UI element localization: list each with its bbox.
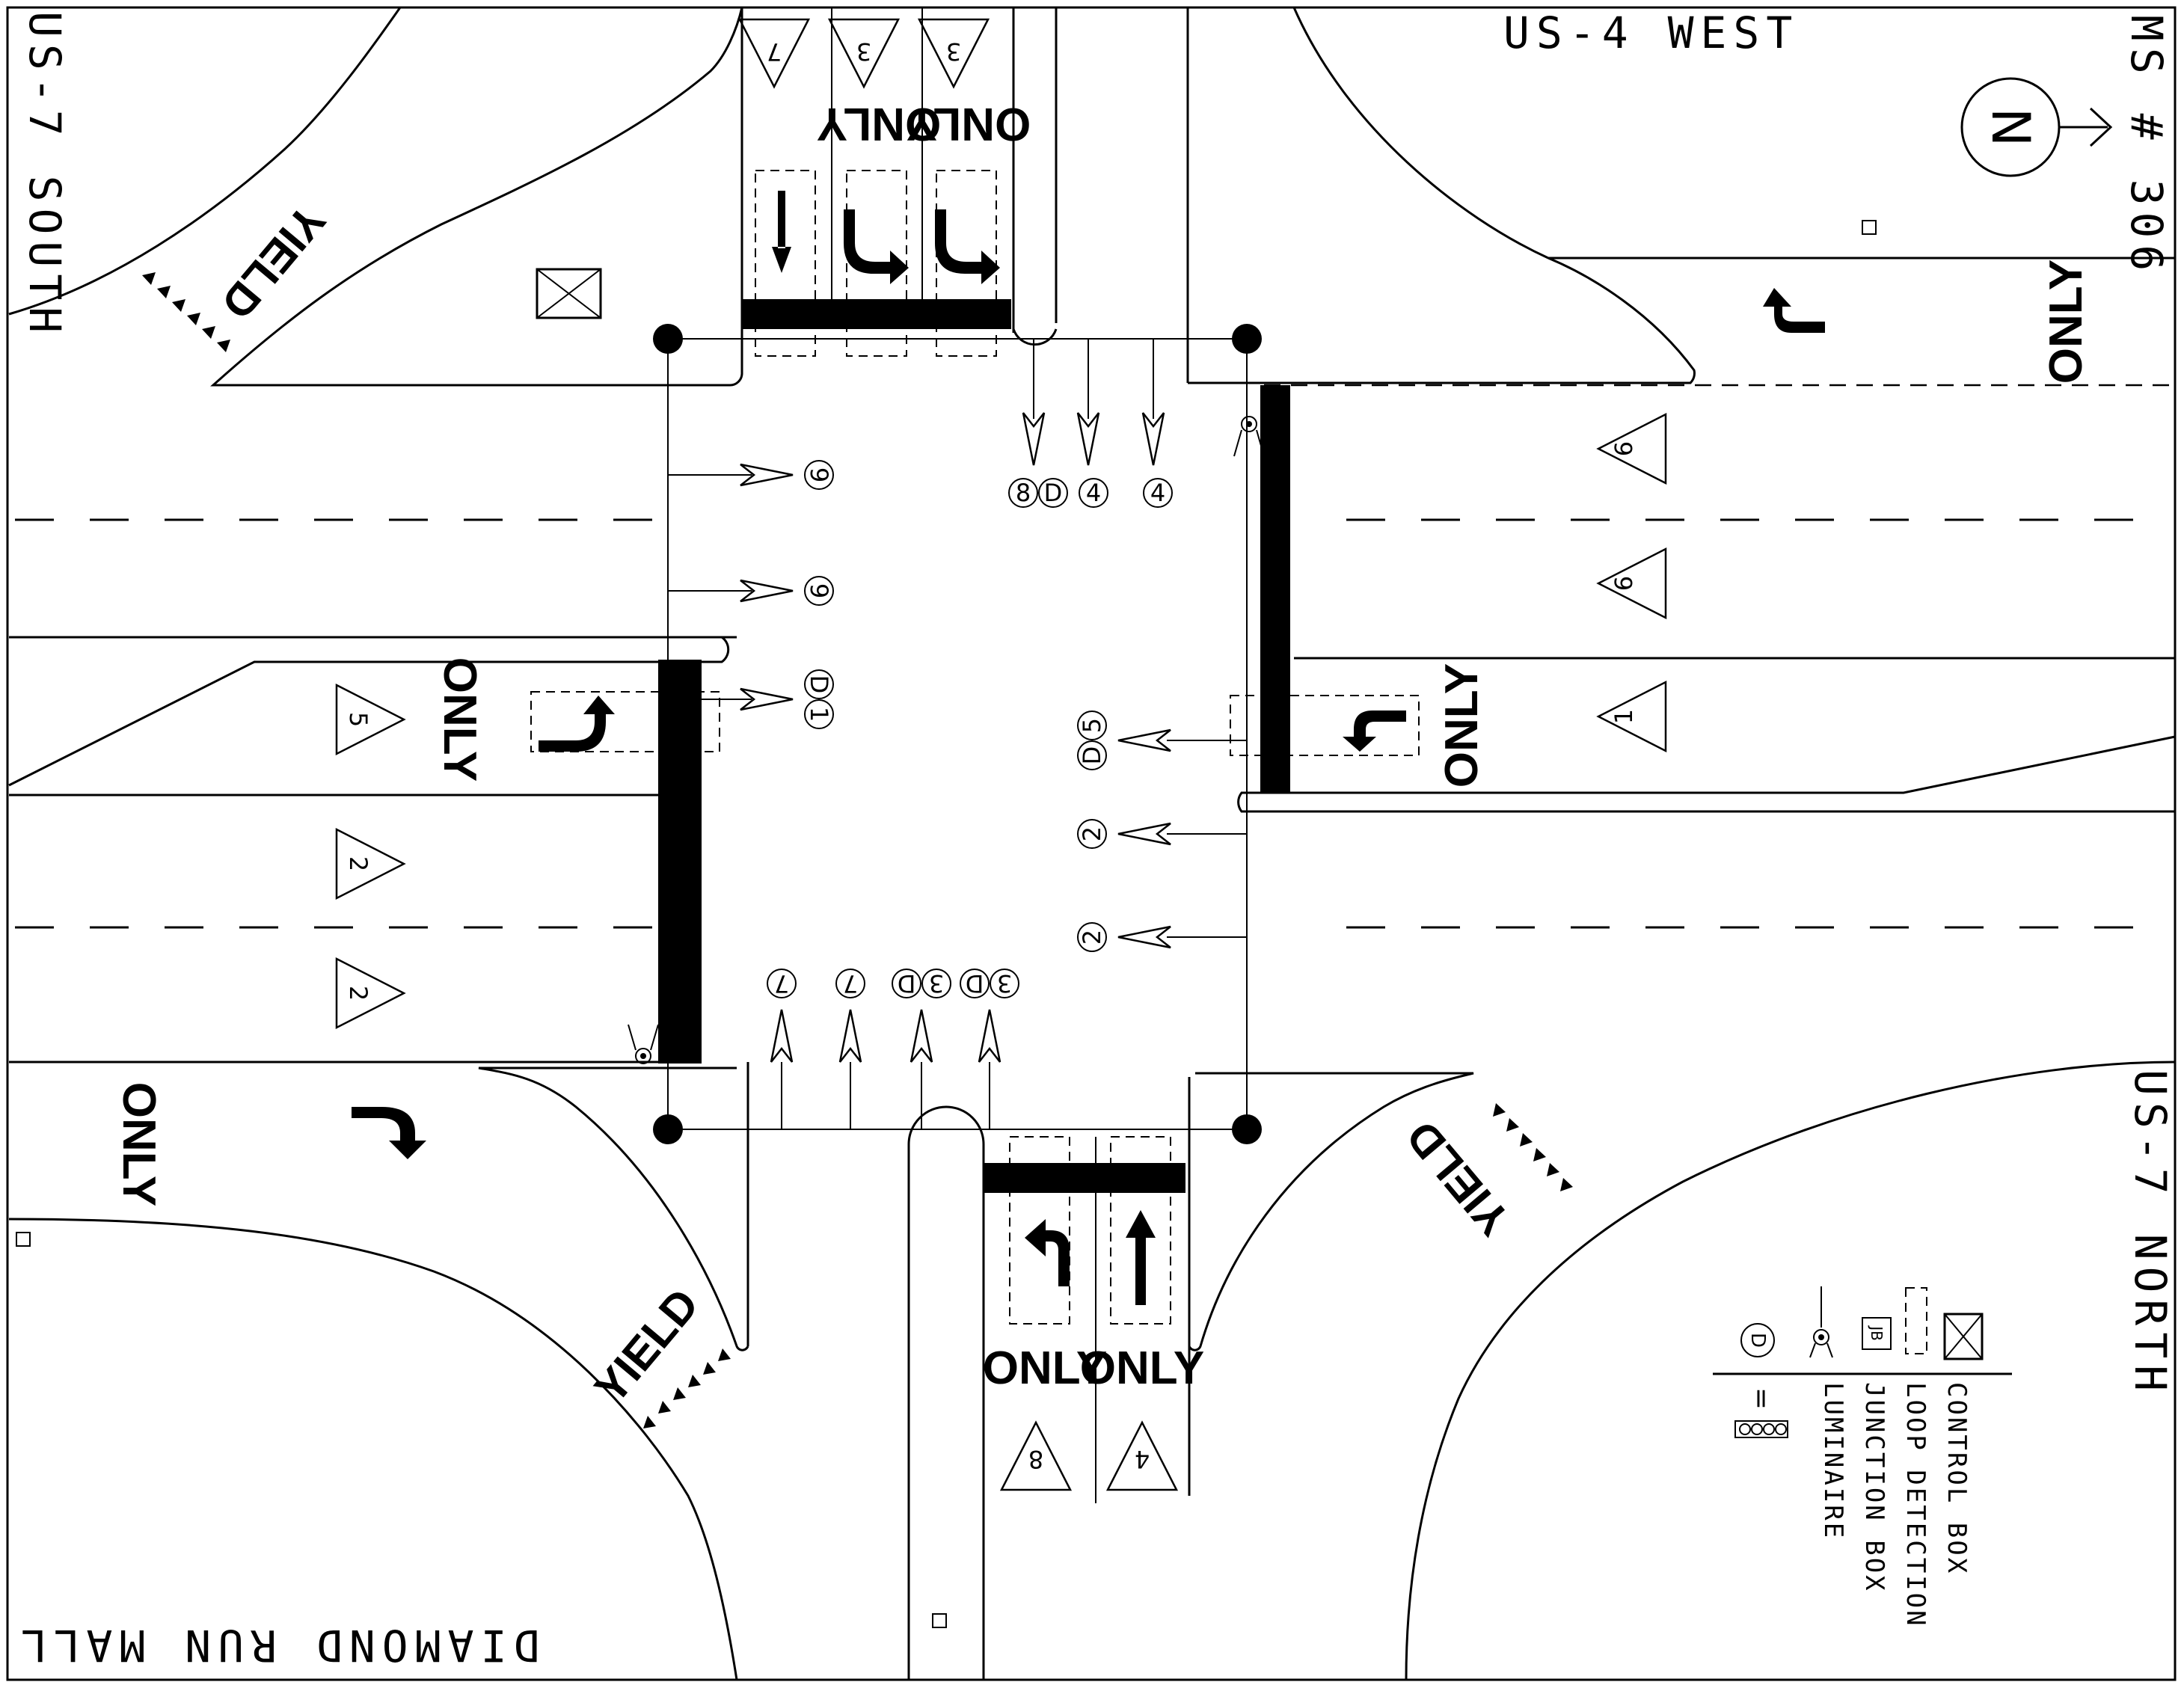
signal-head-d-icon xyxy=(1740,1323,1775,1357)
signal-head-symbol xyxy=(1734,1420,1788,1438)
stop-bar-east xyxy=(1260,385,1290,793)
stop-bars xyxy=(658,299,1290,1193)
lane-phase: 8 xyxy=(1028,1445,1043,1473)
phase-4: 4 xyxy=(1150,479,1165,507)
equals-sign: = xyxy=(1746,1387,1777,1410)
lane-phase-triangles: 7 3 3 6 6 1 5 2 2 8 4 xyxy=(335,18,1667,1491)
street-label-diamond-run-mall: DIAMOND RUN MALL xyxy=(14,1620,540,1671)
only-marking: ONLY xyxy=(907,98,1031,150)
stop-bar-west xyxy=(658,660,702,1064)
phase-9: 9 xyxy=(805,467,833,482)
phase-d: D xyxy=(898,969,916,998)
stop-bar-north xyxy=(742,299,1011,329)
lane-phase: 6 xyxy=(1610,576,1638,591)
lane-phase: 2 xyxy=(344,856,372,871)
lane-phase: 5 xyxy=(344,712,372,727)
street-label-us4-west: US-4 WEST xyxy=(1503,7,1799,58)
signal-heads-west-wire: 9 9 D 1 xyxy=(668,460,834,729)
lane-dashes xyxy=(15,518,2169,929)
junction-box-icon xyxy=(16,220,1877,1628)
luminaire-icon xyxy=(628,416,1265,1064)
phase-d: D xyxy=(966,969,984,998)
signal-pole xyxy=(653,324,683,354)
control-box-icon xyxy=(536,268,602,319)
phase-2: 2 xyxy=(1078,826,1106,841)
luminaire-icon xyxy=(1809,1286,1833,1358)
legend-junction-box: JUNCTION BOX xyxy=(1859,1382,1889,1593)
phase-d: D xyxy=(1044,479,1063,507)
loop-detection-icon xyxy=(1905,1287,1927,1354)
loop-detectors xyxy=(530,170,1420,1325)
phase-labels-south: 8 D 4 4 xyxy=(1008,478,1173,508)
lane-phase: 6 xyxy=(1610,441,1638,456)
signal-pole xyxy=(653,1114,683,1144)
sheet-number: MS # 306 xyxy=(2121,15,2172,277)
road-edges xyxy=(8,7,2176,1681)
lane-phase: 4 xyxy=(1135,1445,1150,1473)
sheet-border xyxy=(6,6,2177,1681)
lane-phase: 7 xyxy=(767,37,782,66)
only-marking: ONLY xyxy=(817,98,942,150)
only-marking: ONLY xyxy=(1436,663,1488,788)
phase-1: 1 xyxy=(805,707,833,722)
only-marking: ONLY xyxy=(983,1342,1108,1394)
street-label-us7-south: US-7 SOUTH xyxy=(19,11,70,340)
yield-marking: YIELD xyxy=(1396,1111,1520,1244)
yield-marking: YIELD xyxy=(585,1279,708,1412)
north-letter: N xyxy=(1980,108,2041,147)
phase-d: D xyxy=(1078,746,1106,765)
span-wires xyxy=(653,324,1262,1144)
legend-luminaire: LUMINAIRE xyxy=(1818,1382,1848,1540)
signal-heads-south-wire: 7 7 D 3 D 3 xyxy=(767,969,1019,1129)
control-box-icon xyxy=(1943,1313,1984,1360)
phase-7: 7 xyxy=(843,969,858,998)
only-marking: ONLY xyxy=(434,657,485,782)
phase-9: 9 xyxy=(805,583,833,598)
junction-box-icon xyxy=(1862,1317,1892,1350)
stop-bar-south xyxy=(984,1163,1185,1193)
yield-marking: YIELD xyxy=(212,195,335,328)
pavement-arrows xyxy=(352,191,1825,1305)
only-marking: ONLY xyxy=(2040,260,2092,384)
lane-phase: 3 xyxy=(856,37,871,66)
legend-loop-detection: LOOP DETECTION xyxy=(1901,1382,1930,1628)
phase-2: 2 xyxy=(1078,930,1106,945)
signal-heads-east-wire: 5 D 2 2 xyxy=(1077,711,1247,952)
phase-4: 4 xyxy=(1086,479,1101,507)
only-marking: ONLY xyxy=(113,1082,165,1207)
legend-control-box: CONTROL BOX xyxy=(1942,1382,1972,1575)
lane-phase: 2 xyxy=(344,986,372,1001)
jb-symbol: JB xyxy=(1868,1325,1886,1341)
phase-3: 3 xyxy=(929,969,944,998)
only-marking: ONLY xyxy=(1080,1342,1205,1394)
north-arrow: N xyxy=(1960,77,2113,177)
only-markings: ONLY ONLY ONLY ONLY ONLY ONLY ONLY ONLY xyxy=(113,98,2092,1394)
legend: JB D = CONTROL BOX LOOP DETECTION JUNCTI… xyxy=(1713,1286,2012,1628)
signal-heads-north-wire xyxy=(1022,339,1165,467)
phase-3: 3 xyxy=(997,969,1012,998)
lane-phase: 3 xyxy=(946,37,961,66)
d-symbol: D xyxy=(1746,1333,1769,1348)
phase-8: 8 xyxy=(1016,479,1031,507)
lane-phase: 1 xyxy=(1610,709,1638,724)
street-label-us7-north: US-7 NORTH xyxy=(2125,1069,2176,1398)
phase-7: 7 xyxy=(774,969,789,998)
signal-pole xyxy=(1232,324,1262,354)
signal-pole xyxy=(1232,1114,1262,1144)
phase-d: D xyxy=(805,675,833,694)
phase-5: 5 xyxy=(1078,718,1106,733)
